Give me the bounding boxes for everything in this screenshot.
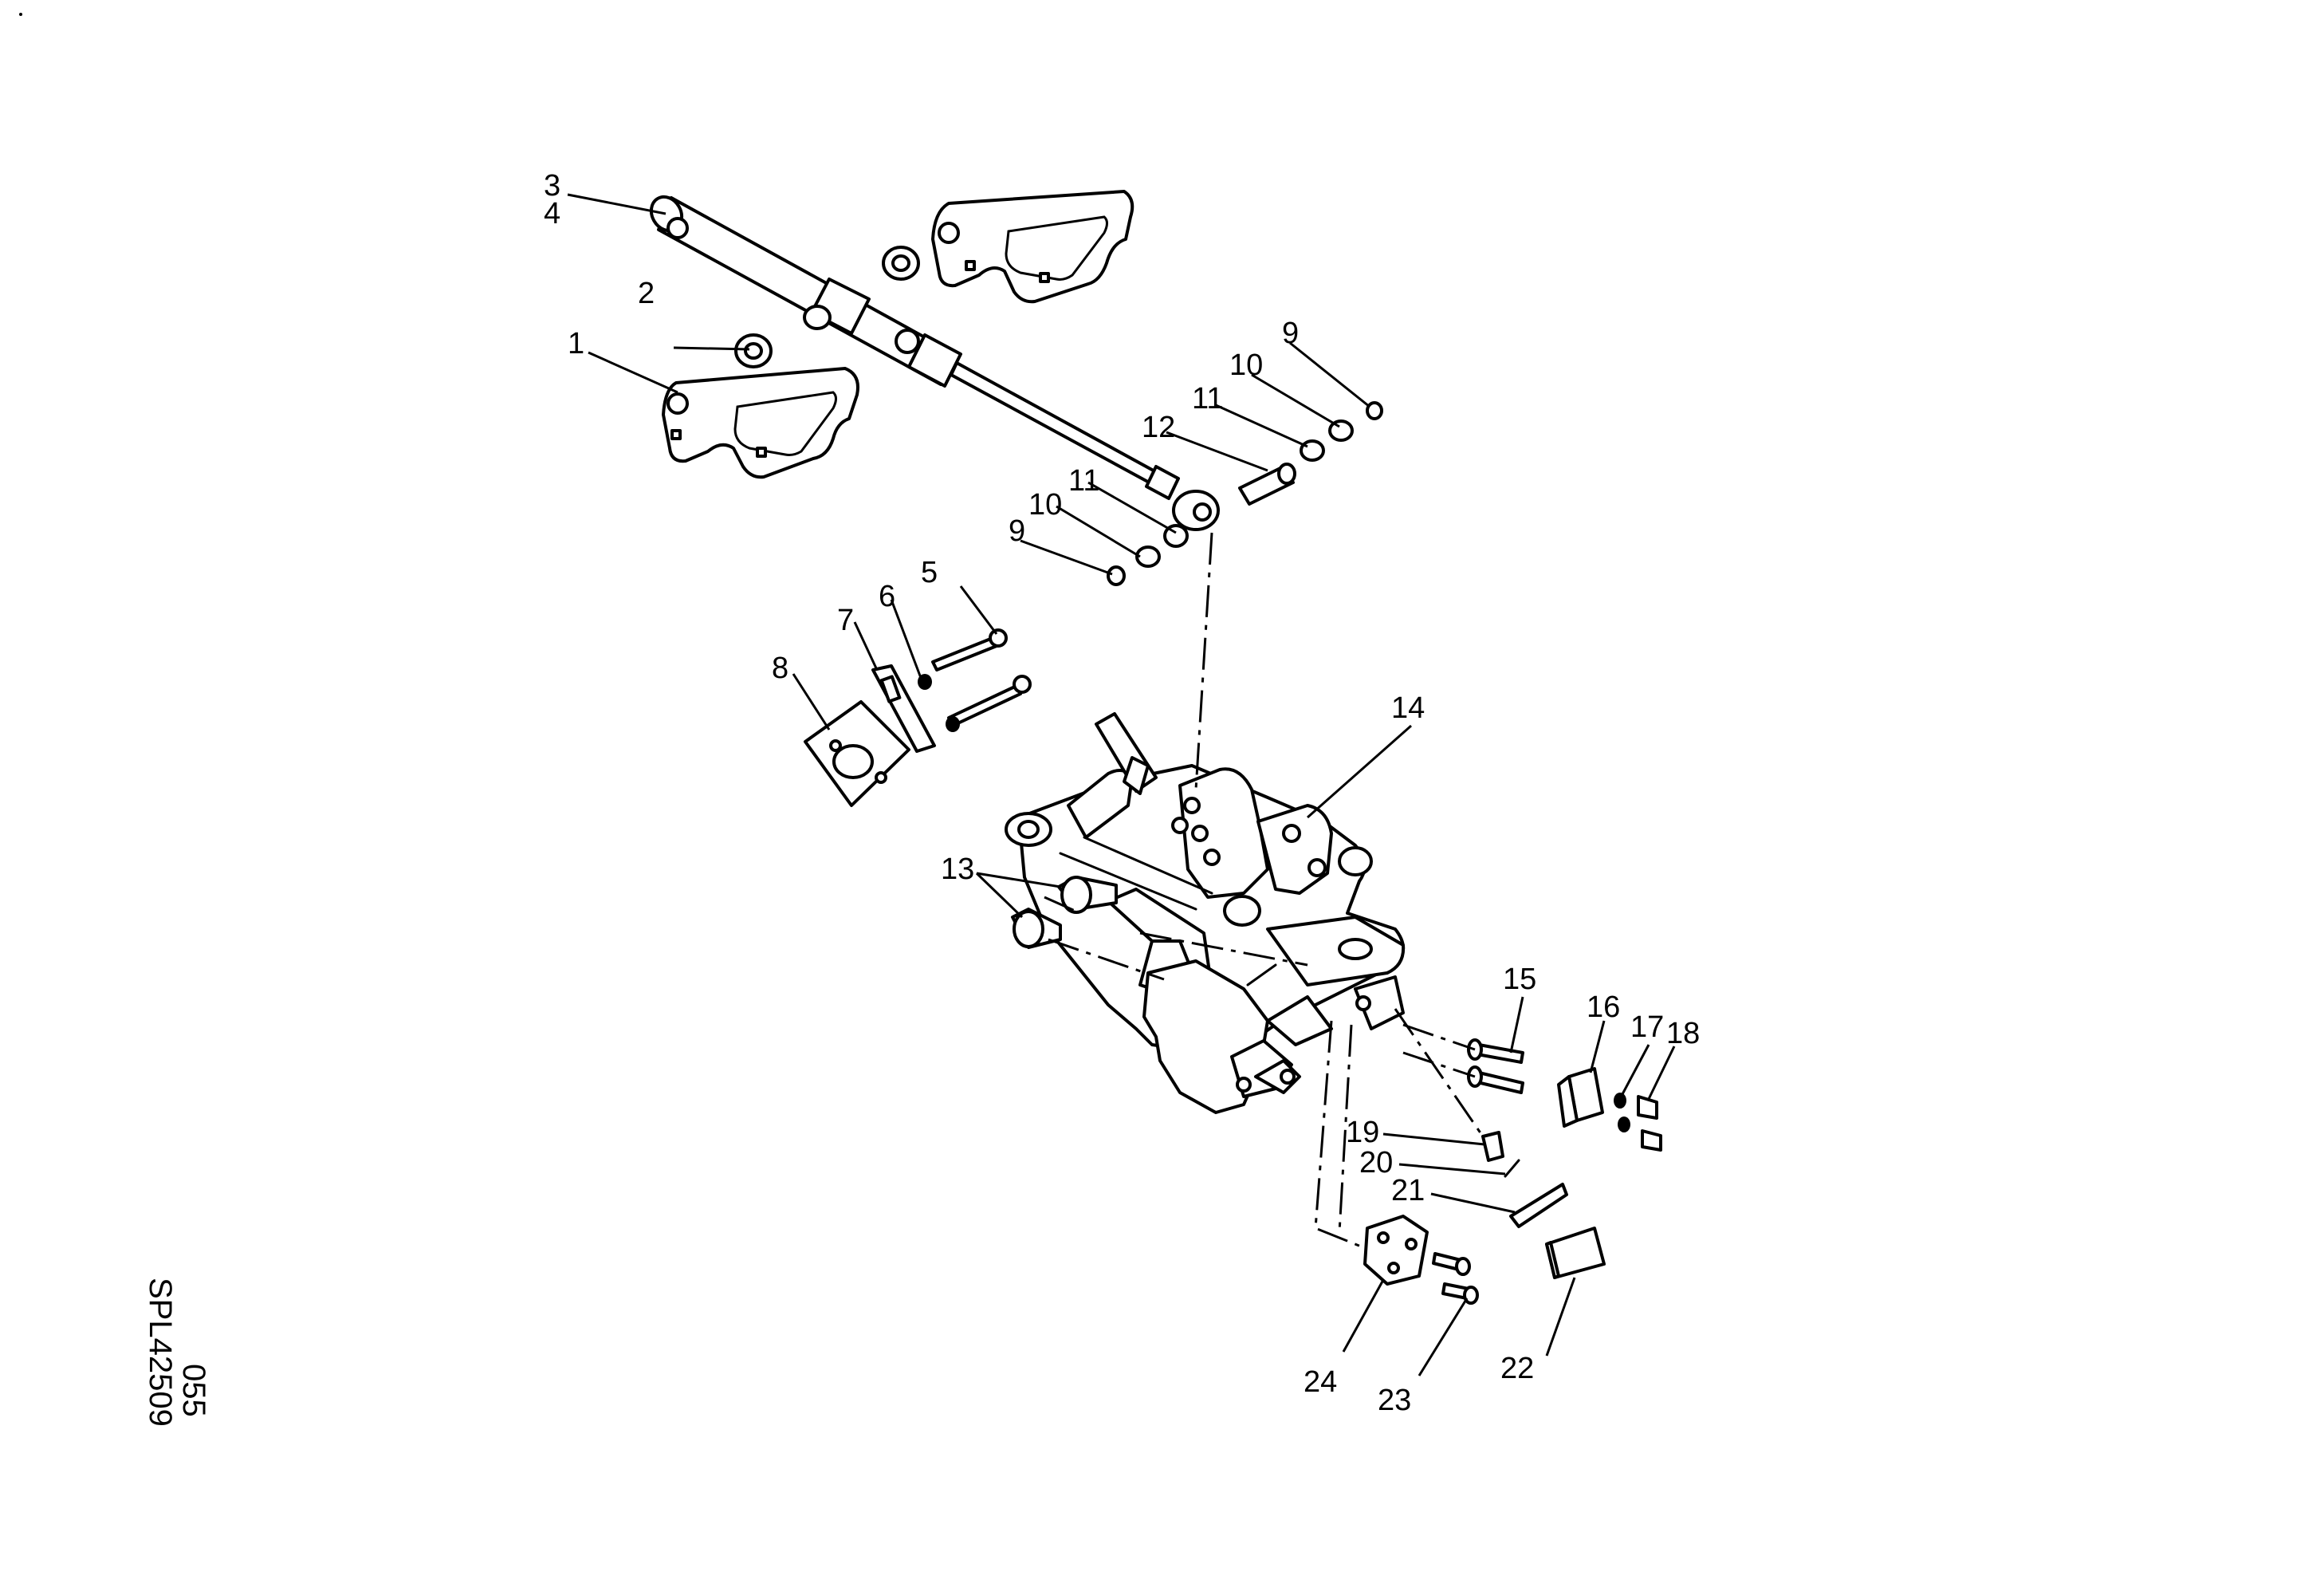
callout-12: 12 <box>1142 411 1175 444</box>
lower-mount-plate <box>1142 959 1405 1114</box>
leader-lines <box>567 193 1676 1376</box>
corner-dot <box>19 13 22 16</box>
callout-14: 14 <box>1391 691 1425 725</box>
clamp-plate-part-7 <box>871 664 936 753</box>
callout-23: 23 <box>1378 1384 1411 1417</box>
callout-20: 20 <box>1359 1146 1393 1180</box>
callout-21: 21 <box>1391 1174 1425 1207</box>
callout-6: 6 <box>879 580 895 613</box>
callout-10-lower: 10 <box>1028 488 1062 522</box>
bolts-part-15 <box>1467 1038 1524 1094</box>
upper-left-bracket <box>662 367 859 479</box>
callout-7: 7 <box>837 604 854 637</box>
drawing-code-line1: 055 <box>176 1364 211 1417</box>
spacer-block-part-16 <box>1557 1067 1604 1128</box>
bushing-part-2-left <box>734 333 773 368</box>
rod-end-pin-set <box>1107 401 1383 586</box>
pin-part-19 <box>1481 1131 1504 1162</box>
drawing-code-line2: SPL42509 <box>143 1278 178 1427</box>
callout-15: 15 <box>1503 963 1536 996</box>
washers-part-6 <box>918 674 960 732</box>
callout-4: 4 <box>544 197 560 230</box>
callout-24: 24 <box>1304 1365 1337 1399</box>
callout-2: 2 <box>638 277 655 310</box>
callout-11-lower: 11 <box>1068 464 1099 498</box>
callout-9-upper: 9 <box>1282 317 1299 350</box>
callout-labels: 1 2 3 4 5 6 7 8 9 10 11 12 11 10 9 13 14… <box>544 169 1700 1417</box>
nuts-part-18 <box>1637 1095 1662 1152</box>
upper-right-bracket <box>931 190 1134 304</box>
bolts-part-5 <box>931 628 1032 727</box>
callout-1: 1 <box>568 327 584 360</box>
bolts-part-23 <box>1432 1252 1479 1305</box>
hydraulic-cylinder <box>649 195 1220 531</box>
rubber-mounts-part-13 <box>1011 876 1118 949</box>
cylinder-pin-head <box>803 305 832 330</box>
pedal-pad-part-22 <box>1545 1227 1606 1279</box>
drawing-code: 055 SPL42509 <box>143 1278 211 1427</box>
clamp-block-part-8 <box>804 700 910 807</box>
washers-part-17 <box>1614 1093 1630 1132</box>
callout-13: 13 <box>941 853 974 886</box>
bushing-part-2-right <box>882 246 920 281</box>
callout-11-upper: 11 <box>1192 382 1223 415</box>
callout-18: 18 <box>1666 1017 1700 1050</box>
callout-8: 8 <box>772 652 788 685</box>
callout-3: 3 <box>544 169 560 203</box>
callout-10-upper: 10 <box>1229 349 1263 382</box>
callout-19: 19 <box>1346 1116 1379 1149</box>
clip-part-20 <box>1504 1159 1520 1178</box>
callout-5: 5 <box>921 556 938 589</box>
callout-9-lower: 9 <box>1009 514 1025 548</box>
callout-17: 17 <box>1630 1010 1664 1044</box>
assembly-lines <box>1044 532 1484 1250</box>
callout-22: 22 <box>1500 1352 1534 1385</box>
bracket-part-24 <box>1363 1215 1429 1286</box>
callout-16: 16 <box>1587 990 1620 1024</box>
pedal-arm-part-21 <box>1509 1183 1568 1228</box>
